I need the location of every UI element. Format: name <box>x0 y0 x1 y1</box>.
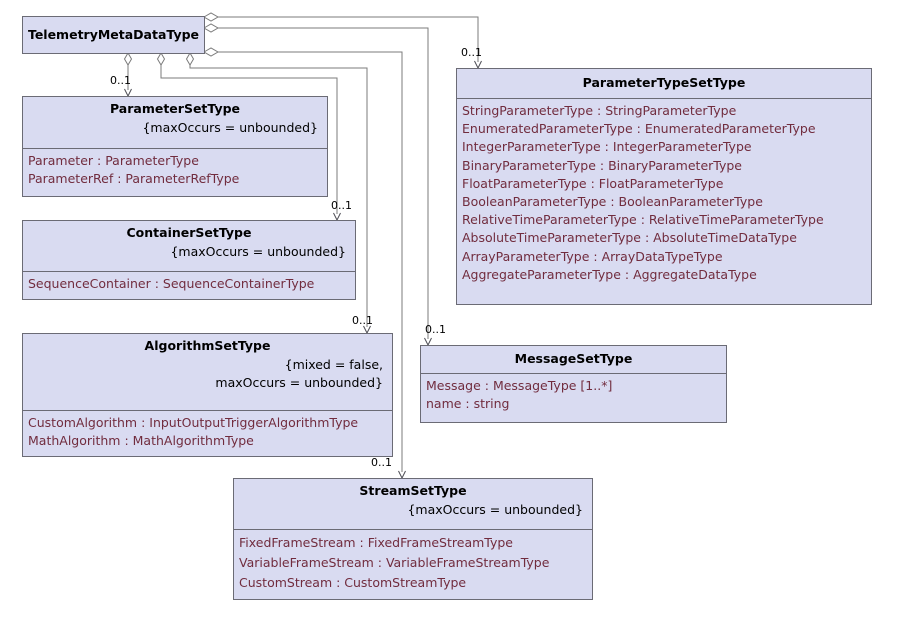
class-attributes: StringParameterType : StringParameterTyp… <box>457 98 871 284</box>
aggregation-diamond-icon <box>202 47 220 57</box>
class-box-messagesettype: MessageSetType Message : MessageType [1.… <box>420 345 727 423</box>
attribute-row: CustomAlgorithm : InputOutputTriggerAlgo… <box>28 415 359 430</box>
class-attributes: SequenceContainer : SequenceContainerTyp… <box>23 271 355 293</box>
constraint-line: maxOccurs = unbounded} <box>215 375 383 390</box>
multiplicity-label: 0..1 <box>371 456 392 469</box>
class-title: ParameterTypeSetType <box>582 75 746 90</box>
attribute-row: RelativeTimeParameterType : RelativeTime… <box>462 212 824 228</box>
arrowhead-icon <box>124 88 132 98</box>
arrowhead-icon <box>398 470 406 480</box>
aggregation-diamond-icon <box>156 52 166 66</box>
class-constraints: {maxOccurs = unbounded} <box>23 243 355 261</box>
constraint-line: {mixed = false, <box>284 357 383 372</box>
arrowhead-icon <box>333 212 341 222</box>
attribute-row: AggregateParameterType : AggregateDataTy… <box>462 266 757 282</box>
aggregation-diamond-icon <box>202 23 220 33</box>
class-attributes: CustomAlgorithm : InputOutputTriggerAlgo… <box>23 410 392 450</box>
multiplicity-label: 0..1 <box>110 74 131 87</box>
class-title: AlgorithmSetType <box>144 338 271 353</box>
multiplicity-label: 0..1 <box>425 323 446 336</box>
class-title: ContainerSetType <box>126 225 252 240</box>
aggregation-diamond-icon <box>185 52 195 66</box>
class-constraints: {maxOccurs = unbounded} <box>23 119 327 137</box>
class-header: MessageSetType <box>421 346 726 373</box>
class-attributes: Message : MessageType [1..*] name : strin… <box>421 373 726 413</box>
attribute-row: FloatParameterType : FloatParameterType <box>462 175 724 191</box>
attribute-row: BooleanParameterType : BooleanParameterT… <box>462 194 763 210</box>
arrowhead-icon <box>363 325 371 335</box>
class-box-containersettype: ContainerSetType {maxOccurs = unbounded}… <box>22 220 356 300</box>
class-constraints: {mixed = false, maxOccurs = unbounded} <box>23 356 392 392</box>
class-box-parametersettype: ParameterSetType {maxOccurs = unbounded}… <box>22 96 328 197</box>
class-box-streamsettype: StreamSetType {maxOccurs = unbounded} Fi… <box>233 478 593 600</box>
aggregation-diamond-icon <box>123 52 133 66</box>
class-box-algorithmsettype: AlgorithmSetType {mixed = false, maxOccur… <box>22 333 393 457</box>
class-title: TelemetryMetaDataType <box>27 27 200 42</box>
multiplicity-label: 0..1 <box>352 314 373 327</box>
multiplicity-label: 0..1 <box>331 199 352 212</box>
class-title: MessageSetType <box>514 351 633 366</box>
attribute-row: VariableFrameStream : VariableFrameStrea… <box>239 555 550 570</box>
multiplicity-label: 0..1 <box>461 46 482 59</box>
class-box-parametertypesettype: ParameterTypeSetType StringParameterType… <box>456 68 872 305</box>
attribute-row: Parameter : ParameterType <box>28 153 199 168</box>
class-header: ParameterTypeSetType <box>457 69 871 98</box>
attribute-row: BinaryParameterType : BinaryParameterTyp… <box>462 157 742 173</box>
constraint-line: {maxOccurs = unbounded} <box>407 502 583 517</box>
class-header: ContainerSetType {maxOccurs = unbounded} <box>23 221 355 271</box>
connector-line-parametertypesettype <box>218 16 479 62</box>
attribute-row: ArrayParameterType : ArrayDataTypeType <box>462 248 723 264</box>
attribute-row: Message : MessageType [1..*] <box>426 378 613 393</box>
attribute-row: name : string <box>426 396 510 412</box>
attribute-row: FixedFrameStream : FixedFrameStreamType <box>239 535 513 550</box>
class-header: ParameterSetType {maxOccurs = unbounded} <box>23 97 327 148</box>
aggregation-diamond-icon <box>202 12 220 22</box>
attribute-row: StringParameterType : StringParameterTyp… <box>462 103 737 118</box>
attribute-row: ParameterRef : ParameterRefType <box>28 171 240 187</box>
constraint-line: {maxOccurs = unbounded} <box>170 244 346 259</box>
class-box-telemetrymetadatatype: TelemetryMetaDataType <box>22 16 205 54</box>
class-constraints: {maxOccurs = unbounded} <box>234 501 592 519</box>
class-header: AlgorithmSetType {mixed = false, maxOccur… <box>23 334 392 410</box>
arrowhead-icon <box>474 60 482 70</box>
class-title: StreamSetType <box>359 483 467 498</box>
constraint-line: {maxOccurs = unbounded} <box>142 120 318 135</box>
class-header: StreamSetType {maxOccurs = unbounded} <box>234 479 592 529</box>
attribute-row: IntegerParameterType : IntegerParameterT… <box>462 139 752 155</box>
attribute-row: AbsoluteTimeParameterType : AbsoluteTime… <box>462 230 797 246</box>
attribute-row: MathAlgorithm : MathAlgorithmType <box>28 433 254 449</box>
attribute-row: SequenceContainer : SequenceContainerTyp… <box>28 276 315 291</box>
attribute-row: CustomStream : CustomStreamType <box>239 575 467 590</box>
attribute-row: EnumeratedParameterType : EnumeratedPara… <box>462 121 816 137</box>
arrowhead-icon <box>424 337 432 347</box>
class-title: ParameterSetType <box>109 101 241 116</box>
